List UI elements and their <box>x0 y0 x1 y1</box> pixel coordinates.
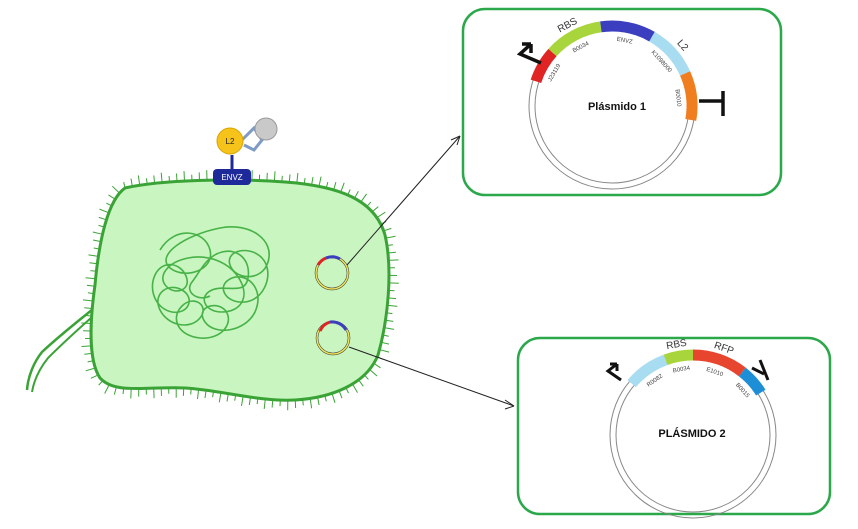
l2-ligand <box>216 127 244 155</box>
pilus <box>81 345 92 347</box>
pilus <box>352 383 358 393</box>
bacterium <box>25 169 399 411</box>
pilus <box>81 322 92 324</box>
plasmid-1-frame <box>461 7 783 197</box>
pilus <box>388 259 399 261</box>
pilus <box>218 392 222 403</box>
plasmid-2-part-2 <box>692 349 746 377</box>
pilus <box>197 389 200 400</box>
plasmid-2-part-1-code: B0034 <box>672 365 691 374</box>
pilus <box>340 182 345 193</box>
promoter-icon-2 <box>605 362 622 382</box>
pilus <box>104 384 110 394</box>
plasmid-1-part-1 <box>548 21 602 57</box>
pilus <box>85 277 96 280</box>
cell-plasmid-1 <box>314 255 350 291</box>
pilus <box>309 398 313 409</box>
plasmid-1-part-2 <box>600 20 655 42</box>
pilus <box>241 395 244 406</box>
promoter-icon <box>516 42 542 65</box>
pilus <box>88 254 99 257</box>
pilus <box>263 398 266 409</box>
pilus <box>360 193 368 203</box>
plasmid-1-part-0 <box>530 48 557 84</box>
plasmid-1-part-4-code: B0010 <box>673 89 681 108</box>
pilus <box>379 349 390 353</box>
pilus <box>318 176 322 187</box>
pilus <box>82 299 94 302</box>
pilus <box>376 211 386 219</box>
plasmid-1-part-3 <box>649 31 691 76</box>
plasmid-2-part-1-name: RBS <box>665 338 687 352</box>
cell-plasmid-2 <box>315 320 351 356</box>
pilus <box>296 173 299 184</box>
pilus <box>137 175 141 186</box>
membrane-receptor: ENVZ L2 <box>213 117 278 185</box>
pilus <box>387 304 398 307</box>
envz-protein <box>213 169 251 185</box>
pilus <box>273 171 276 182</box>
pilus <box>385 235 396 239</box>
chromosomal-dna <box>151 226 270 339</box>
terminator-icon <box>699 91 725 116</box>
grey-ligand <box>254 117 278 141</box>
plasmid-2-frame <box>516 336 832 516</box>
pilus <box>85 367 96 372</box>
pilus <box>99 208 109 214</box>
flagellum <box>25 304 99 391</box>
plasmid-2-part-3 <box>738 367 766 396</box>
cell-body <box>89 178 391 402</box>
plasmid-2-part-0 <box>627 354 668 388</box>
terminator-icon-2 <box>751 359 770 381</box>
plasmid-1-part-2-code: ENVZ <box>616 37 633 46</box>
l2-ligand-label: L2 <box>226 137 235 146</box>
pilus <box>331 393 336 403</box>
pilus <box>183 171 185 182</box>
arrow-to-plasmid-1 <box>346 135 461 266</box>
connector-arrows <box>346 135 515 410</box>
arrow-to-plasmid-2 <box>348 346 515 407</box>
flagellum-strand <box>31 309 101 393</box>
pilus <box>111 185 120 194</box>
pilus <box>160 172 163 183</box>
pilus <box>92 231 103 235</box>
plasmid-1-part-4 <box>680 71 698 121</box>
envz-protein-label: ENVZ <box>221 173 242 182</box>
pilus <box>369 369 378 377</box>
plasmid-1-title: Plásmido 1 <box>588 101 646 113</box>
plasmid-2-title: PLÁSMIDO 2 <box>658 427 725 440</box>
plasmid-2-part-1 <box>663 349 694 366</box>
plasmid-2-part-2-code: E1010 <box>705 367 724 379</box>
ligand-linker <box>240 125 264 152</box>
pilus <box>384 327 395 330</box>
